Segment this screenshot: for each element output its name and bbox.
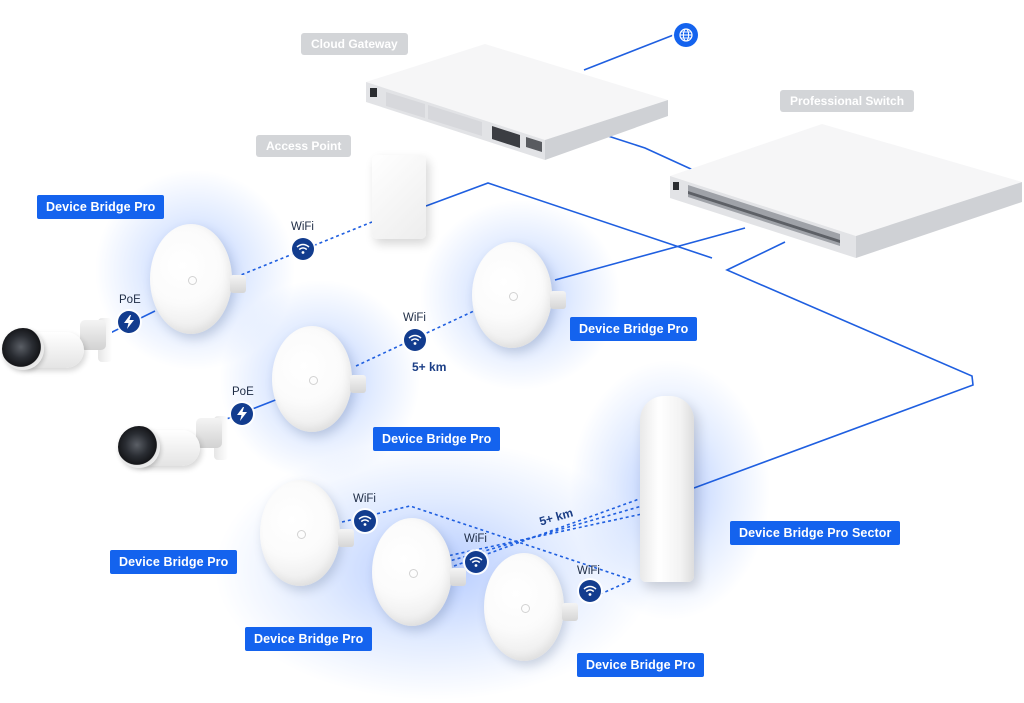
wire-gateway-globe <box>583 33 677 71</box>
distance-text: 5+ km <box>412 360 447 374</box>
cloud-gateway-device <box>366 44 668 160</box>
device-bridge-pro-dish-2 <box>472 242 566 348</box>
poe-text: PoE <box>119 294 141 306</box>
device-bridge-pro-label: Device Bridge Pro <box>110 550 238 574</box>
wifi-icon <box>292 238 314 260</box>
device-bridge-pro-label: Device Bridge Pro <box>373 427 501 451</box>
device-bridge-pro-dish-4 <box>260 480 354 586</box>
device-bridge-pro-dish-1 <box>150 224 246 334</box>
wire-switch-sector <box>693 241 974 489</box>
wifi-icon <box>465 551 487 573</box>
device-bridge-pro-dish-3 <box>272 326 366 432</box>
device-bridge-pro-label: Device Bridge Pro <box>37 195 165 219</box>
globe-icon <box>674 23 698 47</box>
wire-switch-dbp <box>554 227 746 281</box>
device-bridge-pro-dish-6 <box>484 553 578 661</box>
device-bridge-pro-sector-label: Device Bridge Pro Sector <box>730 521 901 545</box>
wifi-link-sector-dbp-c <box>445 505 643 563</box>
wifi-text: WiFi <box>353 493 376 505</box>
wifi-link-sector-dbp-a <box>341 505 635 597</box>
cloud-gateway-label: Cloud Gateway <box>301 33 408 55</box>
wifi-text: WiFi <box>577 565 600 577</box>
lightning-bolt-icon <box>231 403 253 425</box>
wifi-text: WiFi <box>403 312 426 324</box>
wifi-icon <box>354 510 376 532</box>
device-bridge-pro-label: Device Bridge Pro <box>245 627 373 651</box>
wire-switch-ap <box>425 182 713 259</box>
wifi-icon <box>579 580 601 602</box>
wifi-link-sector-dbp-d <box>437 513 643 559</box>
poe-text: PoE <box>232 386 254 398</box>
device-bridge-pro-sector-device <box>640 396 694 582</box>
wifi-icon <box>404 329 426 351</box>
professional-switch-label: Professional Switch <box>780 90 915 112</box>
device-bridge-pro-label: Device Bridge Pro <box>570 317 698 341</box>
access-point-label: Access Point <box>256 135 352 157</box>
camera-1 <box>2 318 122 378</box>
device-bridge-pro-label: Device Bridge Pro <box>577 653 705 677</box>
professional-switch-device <box>670 124 1022 258</box>
access-point-device <box>372 155 426 239</box>
lightning-bolt-icon <box>118 311 140 333</box>
wifi-text: WiFi <box>464 533 487 545</box>
camera-2 <box>118 416 238 476</box>
wifi-text: WiFi <box>291 221 314 233</box>
device-bridge-pro-dish-5 <box>372 518 466 626</box>
